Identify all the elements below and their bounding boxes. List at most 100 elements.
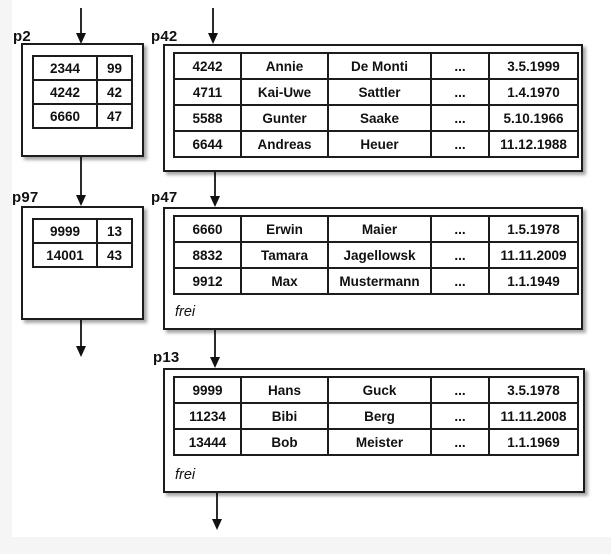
table-row: 9912 Max Mustermann ... 1.1.1949 [173,267,579,295]
record-id-cell: 11234 [173,402,242,430]
table-row: 11234 Bibi Berg ... 11.11.2008 [173,402,579,430]
arrow-down-p42-to-p47-icon [209,172,221,207]
table-row: 4242 42 [32,79,133,105]
arrow-head-icon [209,196,220,207]
arrow-line [212,8,214,36]
record-id-cell: 5588 [173,104,242,132]
record-date-cell: 1.1.1969 [488,428,579,456]
arrow-down-p47-to-p13-icon [209,330,221,368]
index-key-cell: 2344 [32,55,98,81]
table-row: 6644 Andreas Heuer ... 11.12.1988 [173,130,579,158]
record-id-cell: 4242 [173,52,242,80]
record-lastname-cell: De Monti [327,52,432,80]
record-id-cell: 13444 [173,428,242,456]
arrow-head-icon [75,33,86,44]
free-space-label: frei [175,467,196,483]
record-id-cell: 8832 [173,241,242,269]
record-ellipsis-cell: ... [430,428,490,456]
index-page-p2: 2344 99 4242 42 6660 47 [21,43,144,157]
record-date-cell: 11.11.2008 [488,402,579,430]
arrow-head-icon [209,357,220,368]
page-ref-cell: 42 [96,79,133,105]
record-ellipsis-cell: ... [430,52,490,80]
record-ellipsis-cell: ... [430,241,490,269]
data-page-p13: 9999 Hans Guck ... 3.5.1978 11234 Bibi B… [163,368,585,493]
page-ref-cell: 99 [96,55,133,81]
record-id-cell: 6644 [173,130,242,158]
record-firstname-cell: Gunter [240,104,329,132]
record-lastname-cell: Guck [327,376,432,404]
arrow-line [80,8,82,36]
record-date-cell: 1.1.1949 [488,267,579,295]
arrow-head-icon [75,195,86,206]
page-label-p13: p13 [153,349,180,366]
arrow-line [214,330,216,360]
arrow-line [80,320,82,349]
record-date-cell: 11.11.2009 [488,241,579,269]
record-date-cell: 1.5.1978 [488,215,579,243]
arrow-down-into-p2-icon [75,8,87,44]
index-key-cell: 6660 [32,103,98,129]
record-firstname-cell: Bob [240,428,329,456]
arrow-line [80,157,82,198]
arrow-line [214,172,216,199]
arrow-head-icon [207,33,218,44]
record-id-cell: 9912 [173,267,242,295]
arrow-head-icon [211,519,222,530]
record-date-cell: 1.4.1970 [488,78,579,106]
data-page-p47: 6660 Erwin Maier ... 1.5.1978 8832 Tamar… [163,207,583,330]
record-ellipsis-cell: ... [430,78,490,106]
page-label-p97: p97 [12,189,39,206]
record-date-cell: 3.5.1978 [488,376,579,404]
index-page-p97: 9999 13 14001 43 [21,206,144,320]
record-ellipsis-cell: ... [430,376,490,404]
record-date-cell: 11.12.1988 [488,130,579,158]
free-space-label: frei [175,304,196,320]
record-firstname-cell: Annie [240,52,329,80]
record-ellipsis-cell: ... [430,130,490,158]
record-firstname-cell: Max [240,267,329,295]
table-row: 9999 13 [32,218,133,244]
index-key-cell: 4242 [32,79,98,105]
record-lastname-cell: Mustermann [327,267,432,295]
record-firstname-cell: Bibi [240,402,329,430]
record-firstname-cell: Erwin [240,215,329,243]
table-row: 4242 Annie De Monti ... 3.5.1999 [173,52,579,80]
record-ellipsis-cell: ... [430,402,490,430]
record-firstname-cell: Tamara [240,241,329,269]
table-row: 8832 Tamara Jagellowsk ... 11.11.2009 [173,241,579,269]
table-row: 14001 43 [32,242,133,268]
arrow-down-from-p13-icon [211,493,223,530]
page-ref-cell: 43 [96,242,133,268]
table-row: 6660 47 [32,103,133,129]
table-row: 13444 Bob Meister ... 1.1.1969 [173,428,579,456]
record-id-cell: 9999 [173,376,242,404]
record-firstname-cell: Andreas [240,130,329,158]
data-page-p42: 4242 Annie De Monti ... 3.5.1999 4711 Ka… [163,44,583,172]
record-table-p42: 4242 Annie De Monti ... 3.5.1999 4711 Ka… [173,52,579,158]
record-lastname-cell: Maier [327,215,432,243]
table-row: 9999 Hans Guck ... 3.5.1978 [173,376,579,404]
table-row: 6660 Erwin Maier ... 1.5.1978 [173,215,579,243]
record-id-cell: 6660 [173,215,242,243]
index-table-p97: 9999 13 14001 43 [32,218,133,268]
record-lastname-cell: Meister [327,428,432,456]
record-table-p13: 9999 Hans Guck ... 3.5.1978 11234 Bibi B… [173,376,579,456]
page-ref-cell: 13 [96,218,133,244]
table-row: 2344 99 [32,55,133,81]
record-date-cell: 5.10.1966 [488,104,579,132]
record-date-cell: 3.5.1999 [488,52,579,80]
record-lastname-cell: Berg [327,402,432,430]
arrow-down-into-p42-icon [207,8,219,44]
index-key-cell: 14001 [32,242,98,268]
page-label-p42: p42 [151,28,178,45]
record-table-p47: 6660 Erwin Maier ... 1.5.1978 8832 Tamar… [173,215,579,295]
record-lastname-cell: Jagellowsk [327,241,432,269]
table-row: 5588 Gunter Saake ... 5.10.1966 [173,104,579,132]
page-label-p47: p47 [151,189,178,206]
record-firstname-cell: Kai-Uwe [240,78,329,106]
record-id-cell: 4711 [173,78,242,106]
record-firstname-cell: Hans [240,376,329,404]
arrow-down-p2-to-p97-icon [75,157,87,206]
